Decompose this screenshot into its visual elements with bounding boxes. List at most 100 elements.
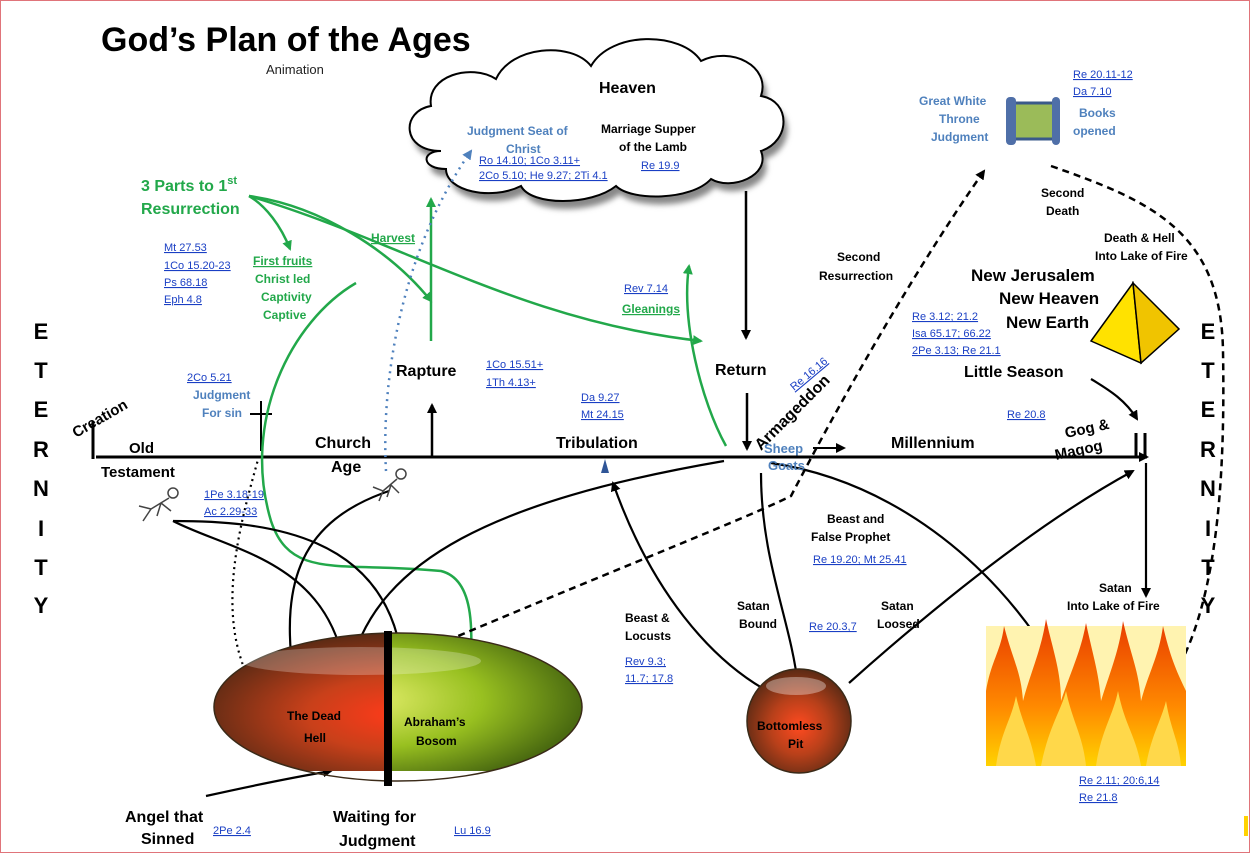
beast-locusts-label: Locusts: [625, 629, 671, 643]
ref-re-1920[interactable]: Re 19.20; Mt 25.41: [813, 554, 907, 566]
hades-ellipse: [213, 631, 583, 786]
magog-label: Magog: [1053, 437, 1104, 464]
ref-link[interactable]: 2Pe 3.13; Re 21.1: [912, 345, 1001, 357]
death-hell-label: Into Lake of Fire: [1095, 249, 1188, 263]
tribulation-marker: [601, 459, 609, 473]
eternity-right-letter: T: [1201, 555, 1215, 580]
ref-link[interactable]: Mt 27.53: [164, 242, 207, 254]
ref-re-211[interactable]: Re 2.11; 20:6,14: [1079, 775, 1160, 787]
judgment-seat-path: [384, 149, 473, 472]
new-jerusalem-label: New Jerusalem: [971, 266, 1095, 285]
ref-1co-1551[interactable]: 1Co 15.51+: [486, 359, 543, 371]
gog-label: Gog &: [1063, 416, 1111, 442]
bosom-label: Bosom: [416, 734, 457, 748]
eternity-right-letter: R: [1200, 437, 1216, 462]
eternity-left-letter: E: [34, 397, 49, 422]
ref-da-927[interactable]: Da 9.27: [581, 392, 620, 404]
testament-label: Testament: [101, 464, 175, 481]
eternity-right-letter: E: [1201, 397, 1216, 422]
ref-mt-2415[interactable]: Mt 24.15: [581, 409, 624, 421]
second-death-label: Second: [1041, 186, 1084, 200]
judgment-wait-label: Judgment: [339, 833, 416, 850]
new-earth-label: New Earth: [1006, 313, 1089, 332]
ref-re-199[interactable]: Re 19.9: [641, 160, 680, 172]
ref-re-2011[interactable]: Re 20.11-12: [1073, 69, 1133, 81]
ref-re-218[interactable]: Re 21.8: [1079, 792, 1118, 804]
great-white-label: Great White: [919, 94, 987, 108]
second-resurrection-label: Resurrection: [819, 269, 893, 283]
eternity-left-letter: Y: [34, 593, 49, 618]
ref-1th-413[interactable]: 1Th 4.13+: [486, 377, 536, 389]
marriage-supper-label: Marriage Supper: [601, 122, 696, 136]
ref-link[interactable]: Re 3.12; 21.2: [912, 311, 978, 323]
satan-bound-label: Bound: [739, 617, 777, 631]
judgment-gwt-label: Judgment: [931, 130, 988, 144]
ref-re-2037[interactable]: Re 20.3,7: [809, 621, 857, 633]
bottomless-pit-sphere: [746, 668, 852, 774]
ref-lu-169[interactable]: Lu 16.9: [454, 825, 491, 837]
christ-led-label: Christ led: [255, 272, 310, 286]
page-title: God’s Plan of the Ages: [101, 21, 471, 59]
satan-lake-label: Into Lake of Fire: [1067, 599, 1160, 613]
millennium-label: Millennium: [891, 435, 975, 452]
nj-refs: Re 3.12; 21.2 Isa 65.17; 66.22 2Pe 3.13;…: [912, 311, 1001, 357]
corner-mark: [1244, 816, 1248, 836]
cross-icon: [250, 401, 272, 451]
ref-link[interactable]: Ps 68.18: [164, 277, 207, 289]
bottomless-label: Bottomless: [757, 719, 823, 733]
stick-figure-church-age: [372, 468, 407, 502]
satan-bound-label: Satan: [737, 599, 770, 613]
judgment-label: Judgment: [193, 388, 250, 402]
age-label: Age: [331, 459, 361, 476]
heaven-cloud: [408, 38, 788, 210]
waiting-label: Waiting for: [333, 809, 416, 826]
ref-2co-510[interactable]: 2Co 5.10; He 9.27; 2Ti 4.1: [479, 170, 608, 182]
death-hell-label: Death & Hell: [1104, 231, 1175, 245]
lake-of-fire: [986, 619, 1186, 766]
eternity-left: E T E R N I T Y: [33, 319, 49, 618]
ref-1pe-318[interactable]: 1Pe 3.18-19: [204, 489, 264, 501]
eternity-left-letter: E: [34, 319, 49, 344]
satan-lake-label: Satan: [1099, 581, 1132, 595]
resurrection-title: 3 Parts to 1st: [141, 175, 237, 195]
goats-label: Goats: [768, 458, 805, 473]
resurrection-title-2: Resurrection: [141, 201, 240, 218]
church-label: Church: [315, 435, 371, 452]
satan-loosed-label: Satan: [881, 599, 914, 613]
ref-link[interactable]: 1Co 15.20-23: [164, 260, 231, 272]
left-refs: Mt 27.53 1Co 15.20-23 Ps 68.18 Eph 4.8: [164, 242, 231, 306]
sinned-label: Sinned: [141, 831, 194, 848]
ref-re-208[interactable]: Re 20.8: [1007, 409, 1046, 421]
throne-label: Throne: [939, 112, 980, 126]
judgment-seat-label: Christ: [506, 142, 541, 156]
ref-link[interactable]: Eph 4.8: [164, 294, 202, 306]
ref-ro-1410[interactable]: Ro 14.10; 1Co 3.11+: [479, 155, 580, 167]
ref-link[interactable]: Isa 65.17; 66.22: [912, 328, 991, 340]
page-subtitle: Animation: [266, 62, 324, 77]
ref-117[interactable]: 11.7; 17.8: [625, 673, 673, 685]
ref-ac-229[interactable]: Ac 2.29-33: [204, 506, 257, 518]
first-fruits-label: First fruits: [253, 254, 313, 268]
captivity-label: Captivity: [261, 290, 312, 304]
new-jerusalem-pyramid: [1089, 280, 1181, 365]
eternity-left-letter: T: [34, 358, 48, 383]
pit-label: Pit: [788, 737, 803, 751]
ref-rev-714[interactable]: Rev 7.14: [624, 283, 668, 295]
old-label: Old: [129, 440, 154, 457]
ref-2pe-24[interactable]: 2Pe 2.4: [213, 825, 251, 837]
ref-2co-521[interactable]: 2Co 5.21: [187, 372, 232, 384]
beast-prophet-label: Beast and: [827, 512, 884, 526]
marriage-supper-label: of the Lamb: [619, 140, 687, 154]
second-death-label: Death: [1046, 204, 1079, 218]
angel-label: Angel that: [125, 809, 204, 826]
eternity-right-letter: I: [1205, 516, 1211, 541]
eternity-right-letter: T: [1201, 358, 1215, 383]
rapture-label: Rapture: [396, 363, 457, 380]
creation-label: Creation: [70, 396, 131, 441]
books-scroll-icon: [1006, 97, 1060, 145]
ref-da-710[interactable]: Da 7.10: [1073, 86, 1112, 98]
ref-rev-93[interactable]: Rev 9.3;: [625, 656, 666, 668]
judgment-seat-label: Judgment Seat of: [467, 124, 569, 138]
